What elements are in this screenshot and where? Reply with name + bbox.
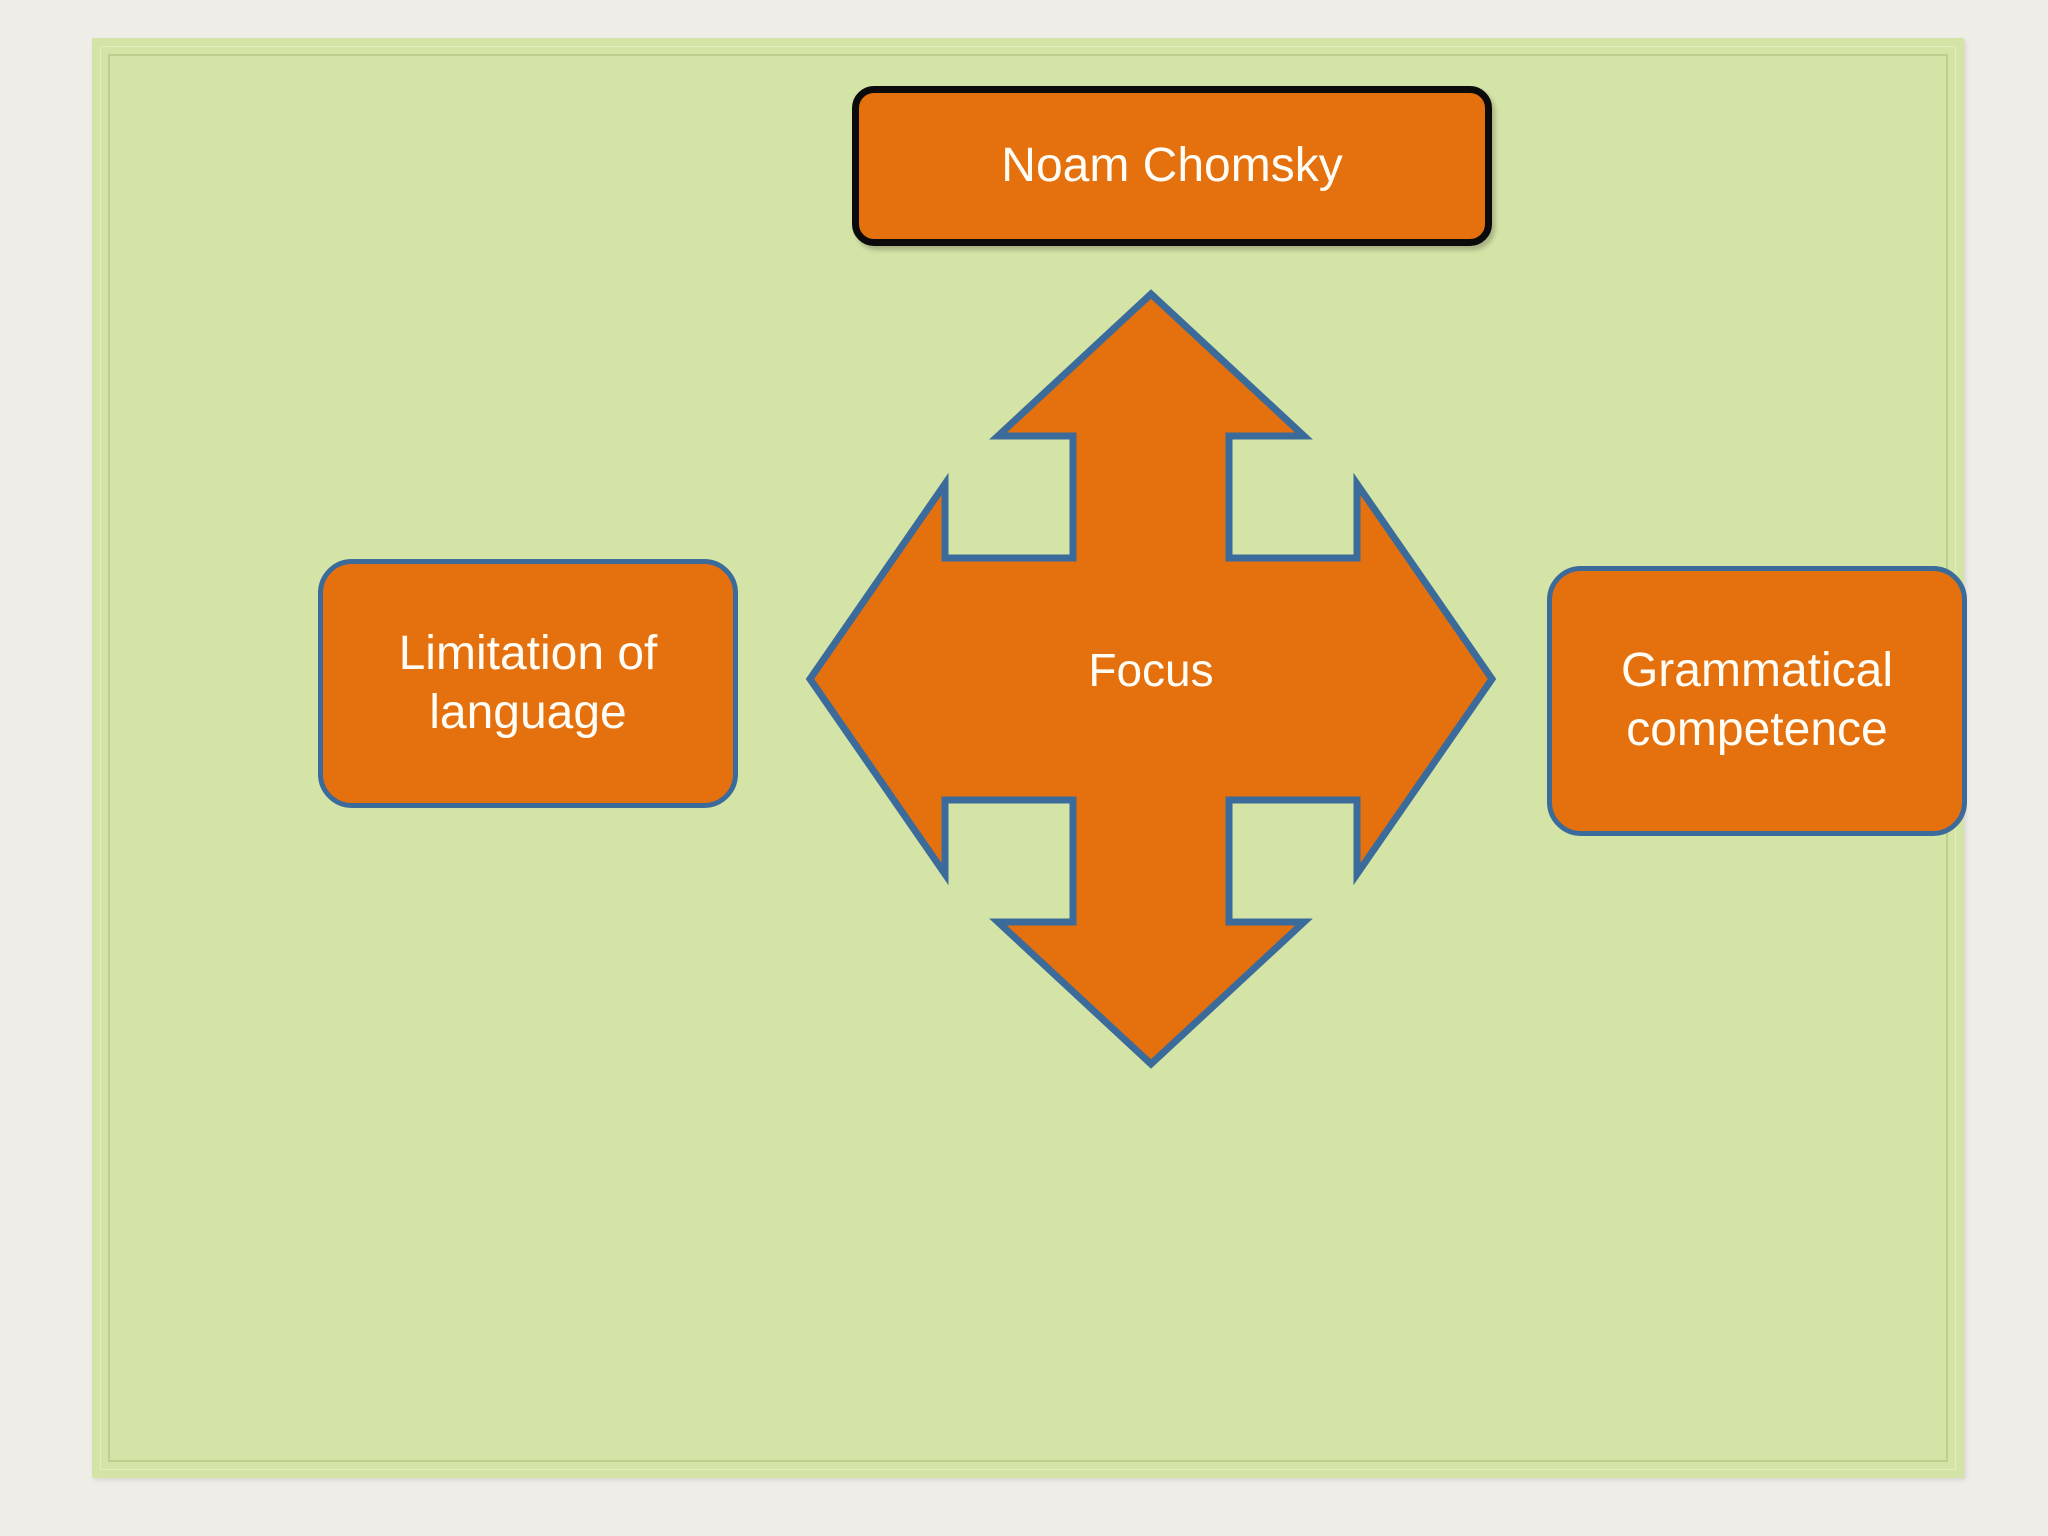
four-way-arrow-polygon <box>805 289 1497 1069</box>
node-left-line2: language <box>429 685 627 739</box>
node-left-line1: Limitation of <box>398 626 658 680</box>
four-way-arrow-svg <box>805 289 1497 1069</box>
node-noam-chomsky-label: Noam Chomsky <box>1001 138 1343 192</box>
node-noam-chomsky[interactable]: Noam Chomsky <box>852 86 1492 246</box>
four-way-arrow-shape[interactable]: Focus <box>804 288 1498 1070</box>
node-right-line1: Grammatical <box>1620 644 1894 698</box>
node-right-line2: competence <box>1626 703 1888 756</box>
